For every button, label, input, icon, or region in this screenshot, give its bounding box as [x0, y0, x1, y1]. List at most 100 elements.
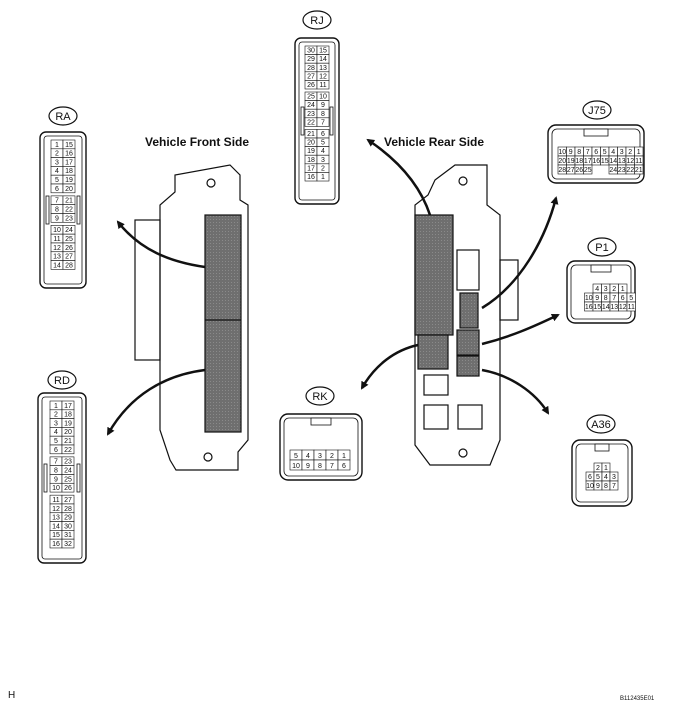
- pin-RD: 11: [52, 497, 59, 504]
- pin-J75: 8: [577, 149, 581, 156]
- pin-A36: 4: [604, 474, 608, 481]
- pin-RJ: 8: [321, 111, 325, 118]
- pin-RA: 15: [65, 142, 73, 149]
- pin-RD: 28: [64, 506, 72, 513]
- pin-J75: 3: [620, 149, 624, 156]
- pin-J75: 17: [584, 158, 592, 165]
- pin-A36: 10: [586, 483, 594, 490]
- pin-J75: 27: [567, 167, 575, 174]
- pin-RK: 8: [318, 463, 322, 470]
- pin-RD: 32: [64, 541, 72, 548]
- pin-A36: 3: [612, 474, 616, 481]
- connector-name-RK: RK: [312, 391, 328, 403]
- pin-RD: 3: [54, 420, 58, 427]
- pin-A36: 7: [612, 483, 616, 490]
- pin-RJ: 30: [307, 48, 315, 55]
- pin-RJ: 11: [319, 82, 326, 89]
- pin-P1: 7: [612, 295, 616, 302]
- pin-J75: 4: [611, 149, 615, 156]
- pin-RA: 10: [53, 227, 61, 234]
- arrow-to-J75: [481, 196, 559, 310]
- pin-RA: 28: [65, 262, 73, 269]
- pin-RJ: 20: [307, 140, 315, 147]
- pin-RD: 26: [64, 485, 72, 492]
- pin-RA: 17: [65, 159, 73, 166]
- pin-RD: 1: [54, 403, 58, 410]
- pin-J75: 12: [626, 158, 634, 165]
- pin-RD: 2: [54, 412, 58, 419]
- pin-RJ: 14: [319, 56, 327, 63]
- pin-RA: 12: [53, 245, 61, 252]
- pin-RD: 9: [54, 476, 58, 483]
- pin-RJ: 5: [321, 140, 325, 147]
- pin-RA: 4: [55, 168, 59, 175]
- pin-RA: 5: [55, 177, 59, 184]
- pin-RD: 16: [52, 541, 60, 548]
- pin-RD: 12: [52, 506, 60, 513]
- pin-RJ: 13: [319, 65, 327, 72]
- pin-P1: 5: [629, 295, 633, 302]
- pin-RA: 24: [65, 227, 73, 234]
- pin-P1: 1: [621, 286, 625, 293]
- pin-P1: 2: [612, 286, 616, 293]
- pin-RK: 7: [330, 463, 334, 470]
- pin-J75: 7: [586, 149, 590, 156]
- pin-RJ: 6: [321, 131, 325, 138]
- pin-RJ: 3: [321, 157, 325, 164]
- pin-RD: 20: [64, 429, 72, 436]
- pin-RA: 2: [55, 151, 59, 158]
- pin-A36: 2: [596, 465, 600, 472]
- pin-RD: 10: [52, 485, 60, 492]
- pin-P1: 9: [595, 295, 599, 302]
- pin-RK: 6: [342, 463, 346, 470]
- pin-J75: 28: [558, 167, 566, 174]
- pin-RA: 7: [55, 198, 59, 205]
- pin-RD: 13: [52, 515, 60, 522]
- pin-J75: 25: [584, 167, 592, 174]
- pin-RK: 4: [306, 453, 310, 460]
- pin-J75: 11: [635, 158, 642, 165]
- pin-RA: 21: [65, 198, 73, 205]
- pin-RJ: 27: [307, 73, 315, 80]
- pin-RD: 25: [64, 476, 72, 483]
- pin-J75: 26: [575, 167, 583, 174]
- pin-RJ: 12: [319, 73, 327, 80]
- pin-RA: 11: [53, 236, 60, 243]
- arrow-to-RA: [116, 220, 206, 269]
- pin-A36: 5: [596, 474, 600, 481]
- pin-RK: 1: [342, 453, 346, 460]
- vehicle-front-side-label: Vehicle Front Side: [145, 135, 249, 149]
- pin-RK: 2: [330, 453, 334, 460]
- pin-RK: 3: [318, 453, 322, 460]
- pin-RJ: 24: [307, 102, 315, 109]
- arrow-to-P1: [481, 313, 560, 346]
- connector-name-A36: A36: [591, 419, 611, 431]
- pin-J75: 22: [626, 167, 634, 174]
- pin-RJ: 2: [321, 165, 325, 172]
- pin-RA: 6: [55, 186, 59, 193]
- footer-corner-letter: H: [8, 690, 16, 701]
- pin-J75: 23: [618, 167, 626, 174]
- pin-RD: 21: [64, 438, 72, 445]
- connector-name-P1: P1: [595, 242, 608, 254]
- pin-RD: 5: [54, 438, 58, 445]
- pin-J75: 10: [558, 149, 566, 156]
- pin-P1: 6: [621, 295, 625, 302]
- pin-RJ: 26: [307, 82, 315, 89]
- vehicle-rear-side-label: Vehicle Rear Side: [384, 135, 484, 149]
- pin-RJ: 7: [321, 119, 325, 126]
- pin-RA: 23: [65, 215, 73, 222]
- pin-RD: 8: [54, 467, 58, 474]
- pin-J75: 24: [609, 167, 617, 174]
- pin-RJ: 19: [307, 148, 315, 155]
- pin-P1: 4: [595, 286, 599, 293]
- pin-RA: 26: [65, 245, 73, 252]
- pin-RJ: 9: [321, 102, 325, 109]
- pin-P1: 3: [604, 286, 608, 293]
- pin-RJ: 21: [307, 131, 315, 138]
